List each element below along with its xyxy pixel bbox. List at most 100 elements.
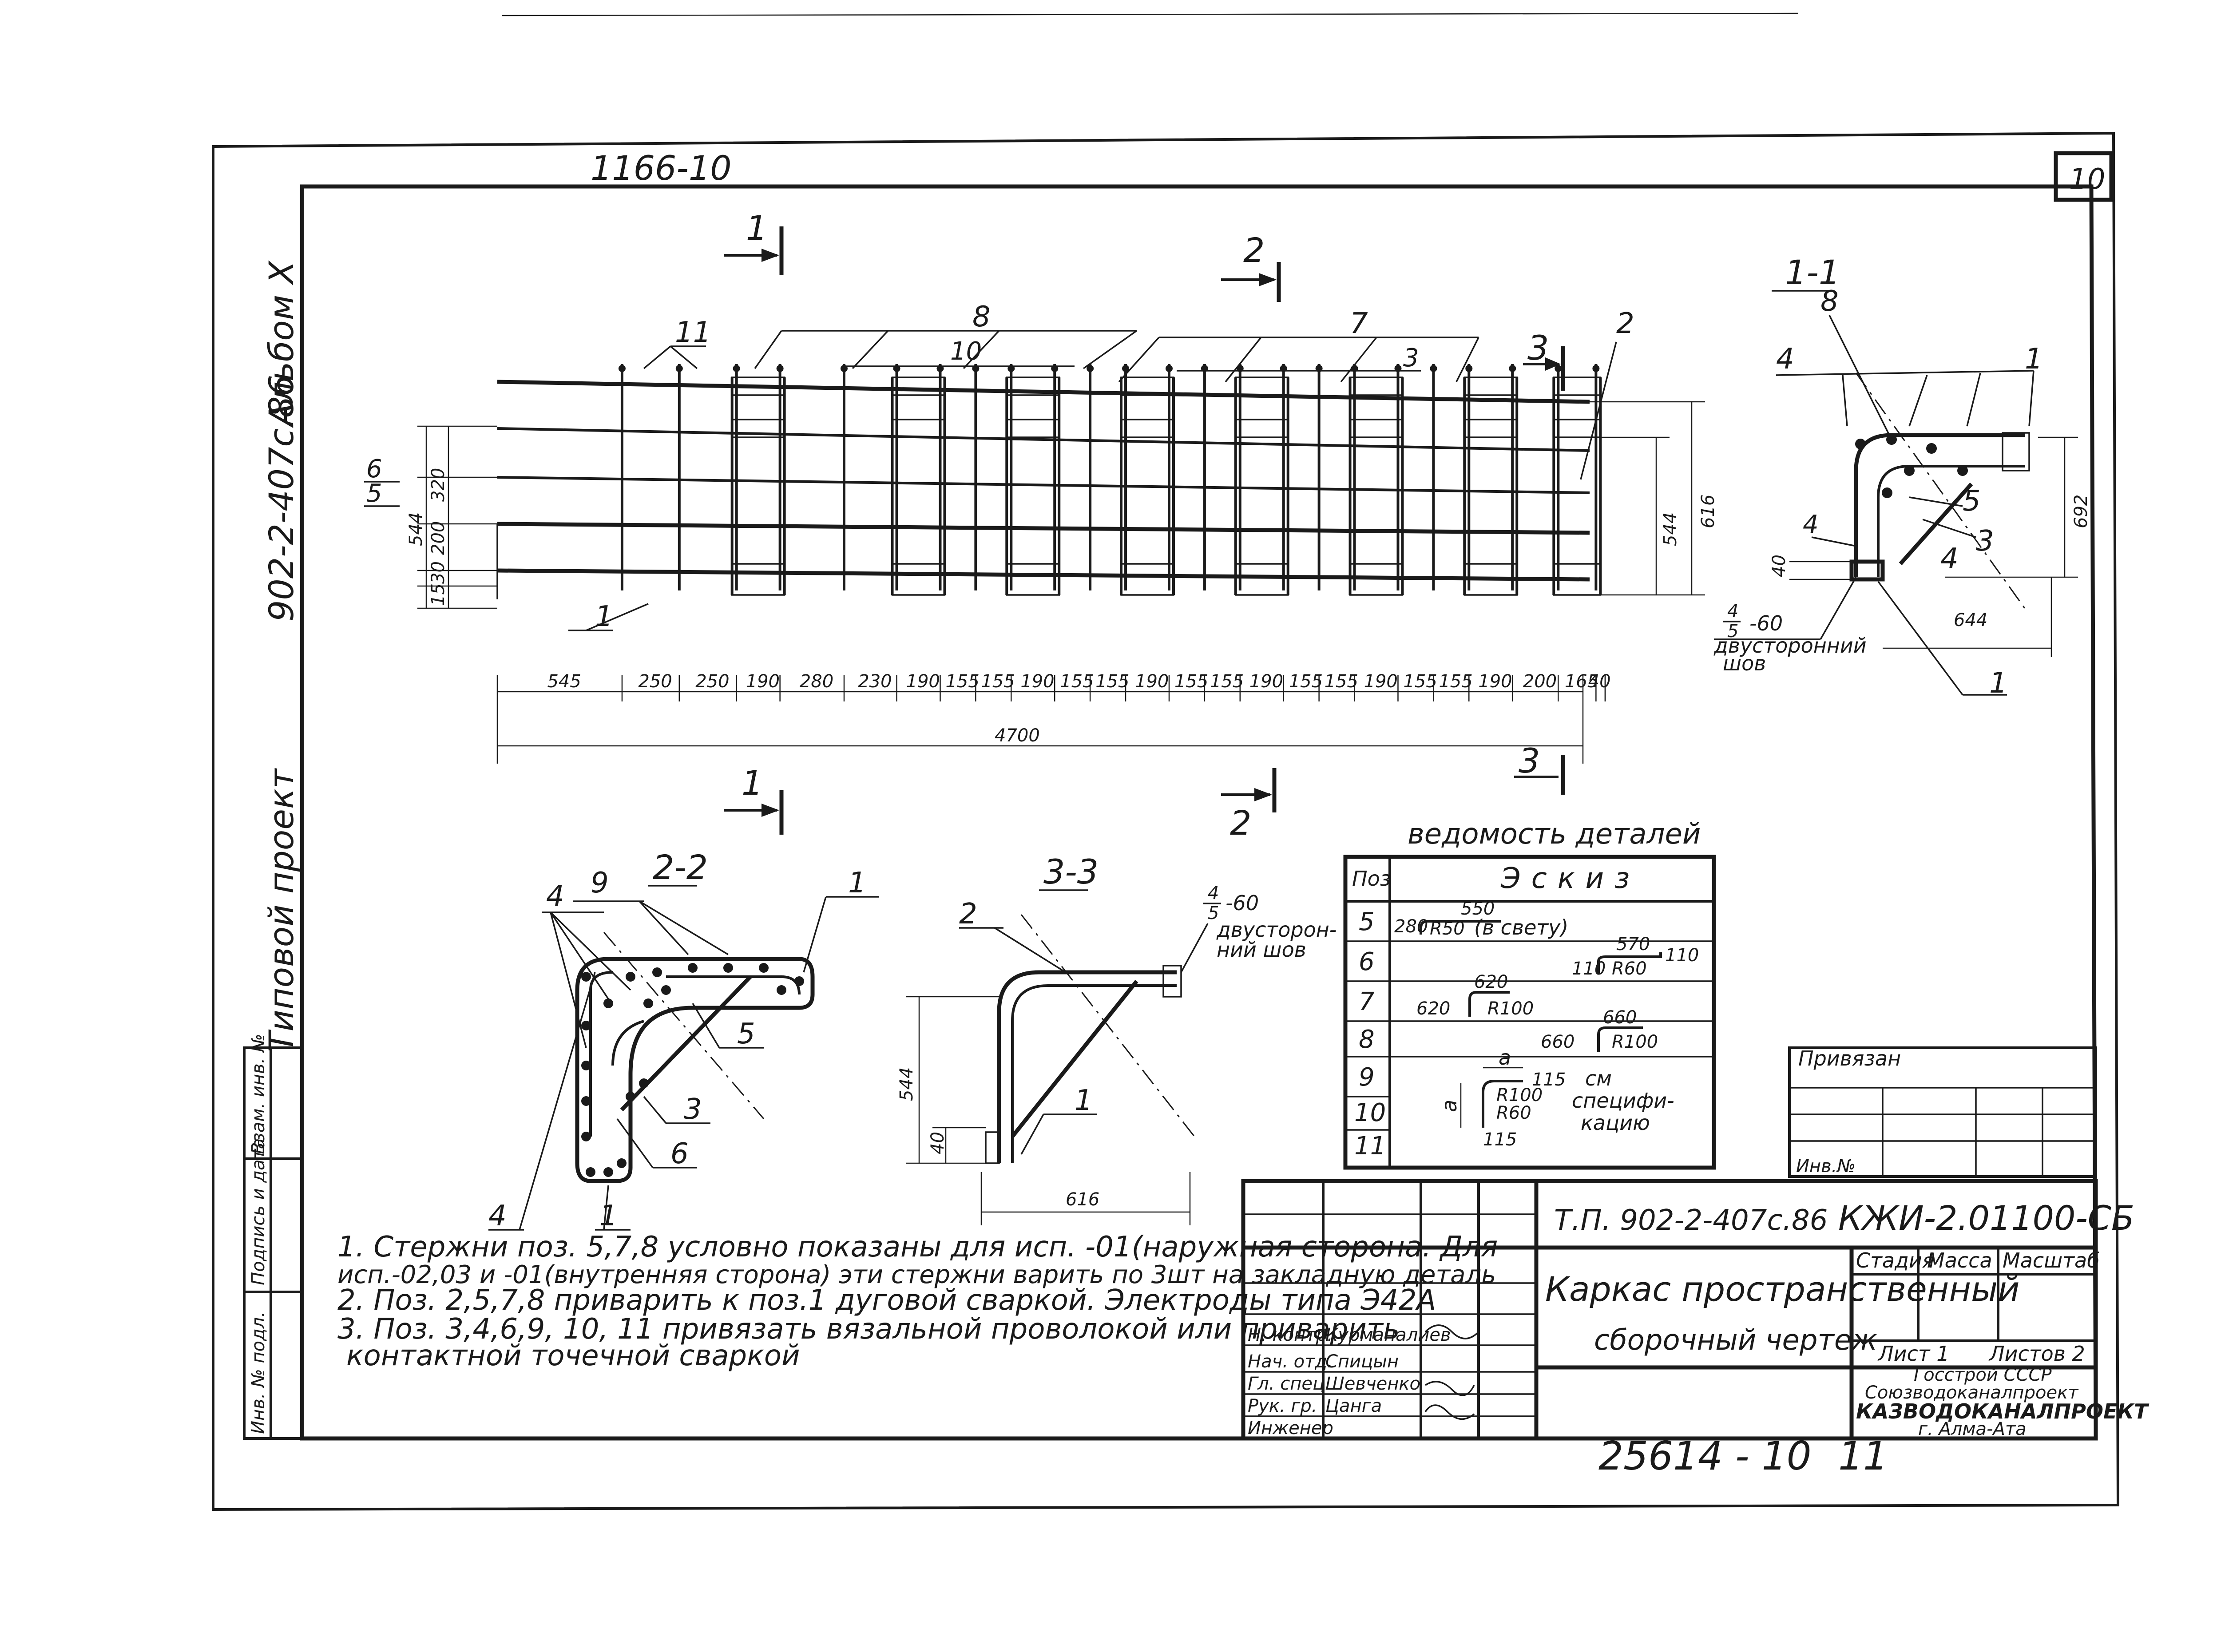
section-marks: 1 2 3 1 2 3 [724, 208, 1565, 843]
project-code-vertical: 902-2-407с.86 [262, 375, 301, 622]
section-2-2-title: 2-2 [653, 848, 708, 887]
rebar-dot [626, 972, 635, 982]
s33-label-2: 2 [959, 898, 977, 931]
album-label: Альбом X [262, 260, 301, 428]
s11-dim-644: 644 [1954, 610, 1987, 630]
section-mark-2-bottom: 2 [1230, 803, 1251, 843]
col-sketch: Эскиз [1500, 862, 1640, 895]
sk9-r60: R60 [1496, 1103, 1531, 1123]
s33-weld-num: 4 [1208, 883, 1219, 903]
archive-number: 25614 - 10 [1598, 1433, 1812, 1479]
note-line-5: контактной точечной сваркой [346, 1339, 800, 1372]
pos-11-label: 11 [675, 316, 711, 349]
details-table-title: ведомость деталей [1408, 818, 1701, 851]
pos-row-5: 5 [1359, 907, 1375, 936]
sk9-a-left: a [1437, 1100, 1461, 1112]
tb-drawing-code: КЖИ-2.01100-СБ [1838, 1198, 2134, 1238]
rebar-dot [652, 967, 662, 977]
section-mark-3-bottom: 3 [1519, 741, 1540, 780]
pos-row-9: 9 [1359, 1063, 1375, 1092]
tb-name-person-2: Спицын [1325, 1351, 1399, 1372]
sk7-r100: R100 [1487, 998, 1534, 1019]
tb-name-2: сборочный чертеж [1594, 1324, 1877, 1357]
s22-label-1-bottom: 1 [599, 1200, 618, 1232]
s11-dim-692: 692 [2071, 495, 2091, 528]
tb-role-4: Рук. гр. [1248, 1396, 1317, 1416]
pos-6-label: 6 [366, 455, 382, 483]
elevation-leaders: 11 8 10 7 3 2 1 [568, 301, 1634, 633]
sk6-110b: 110 [1665, 945, 1699, 966]
dim-320: 320 [428, 468, 448, 502]
spacing-label: 155 [1325, 671, 1358, 692]
section-mark-2-top: 2 [1243, 230, 1265, 270]
pos-1-label: 1 [595, 600, 613, 633]
tie-bar-end [1592, 365, 1600, 372]
spacing-label: 155 [1060, 671, 1094, 692]
note-line-3: 2. Поз. 2,5,7,8 приварить к поз.1 дугово… [337, 1284, 1436, 1317]
rebar-dot [777, 985, 786, 995]
sk8-660a: 660 [1541, 1032, 1575, 1052]
sk7-620a: 620 [1416, 998, 1450, 1019]
binding-title: Привязан [1798, 1046, 1901, 1070]
spacing-label: 545 [547, 671, 581, 692]
s11-label-3: 3 [1976, 525, 1994, 558]
sk7-620b: 620 [1474, 972, 1508, 992]
dim-30: 30 [428, 561, 448, 584]
spacing-label: 155 [1403, 671, 1437, 692]
spacing-label: 200 [1523, 671, 1557, 692]
pos-3-label: 3 [1403, 344, 1419, 372]
left-stamp: Инв. № подл. Подпись и дата Взам. инв. № [243, 1034, 303, 1440]
s33-weld-text: двусторон- [1216, 918, 1337, 942]
s11-weld-text: двусторонний [1713, 634, 1867, 658]
tb-role-1: Н. контр. [1248, 1325, 1333, 1345]
sk5-550: 550 [1461, 899, 1495, 919]
tb-scale: Масштаб [2003, 1248, 2100, 1272]
sk8-r100: R100 [1612, 1032, 1658, 1052]
pos-8-label: 8 [972, 301, 991, 333]
binding-inv: Инв.№ [1796, 1156, 1856, 1177]
s22-label-4-bottom: 4 [488, 1200, 507, 1232]
stamp-inv-original: Инв. № подл. [248, 1311, 269, 1434]
spacing-label: 155 [1210, 671, 1244, 692]
dim-544-right: 544 [1660, 512, 1681, 546]
tb-name-person-1: Курманалиев [1325, 1325, 1451, 1345]
s22-label-6: 6 [670, 1137, 689, 1170]
spacing-label: 230 [858, 671, 892, 692]
tb-sheets: Листов 2 [1988, 1342, 2085, 1366]
rebar-dot [603, 1167, 613, 1177]
rebar-dot [723, 963, 733, 973]
pos-7-label: 7 [1350, 307, 1368, 340]
sk9-r100: R100 [1496, 1085, 1543, 1105]
s11-weld-den: 5 [1727, 621, 1738, 642]
spacing-label: 250 [695, 671, 729, 692]
s33-weld-den: 5 [1208, 903, 1219, 923]
sk5-280: 280 [1394, 916, 1428, 937]
pos-row-6: 6 [1359, 947, 1375, 976]
sk8-660b: 660 [1603, 1007, 1637, 1028]
spacing-label: 190 [1135, 671, 1169, 692]
rebar-dot [661, 985, 671, 995]
tie-bar-end [675, 365, 683, 372]
spacing-label: 190 [1249, 671, 1283, 692]
s11-weld-len: -60 [1749, 611, 1783, 635]
spacing-label: 190 [1478, 671, 1512, 692]
see-spec-2: специфи- [1572, 1089, 1674, 1113]
rebar-dot [617, 1158, 627, 1168]
tb-org-1: Госстрой СССР [1914, 1365, 2052, 1385]
rebar-dot [586, 1167, 595, 1177]
section-3-3-title: 3-3 [1043, 852, 1099, 891]
rebar-dot [581, 1021, 591, 1030]
s11-dim-40: 40 [1769, 555, 1789, 577]
s11-label-5: 5 [1963, 485, 1981, 518]
tie-bar-end [733, 365, 740, 372]
spacing-label: 155 [1174, 671, 1208, 692]
spacing-label: 190 [1364, 671, 1398, 692]
tie-bar-end [1122, 365, 1130, 372]
s11-label-4-top: 4 [1776, 343, 1794, 376]
dim-616-right: 616 [1698, 495, 1718, 528]
tie-bar-end [1430, 365, 1437, 372]
pos-5-label: 5 [366, 479, 382, 508]
section-mark-3-top: 3 [1527, 328, 1549, 368]
tb-org-2: Союзводоканалпроект [1865, 1383, 2079, 1403]
